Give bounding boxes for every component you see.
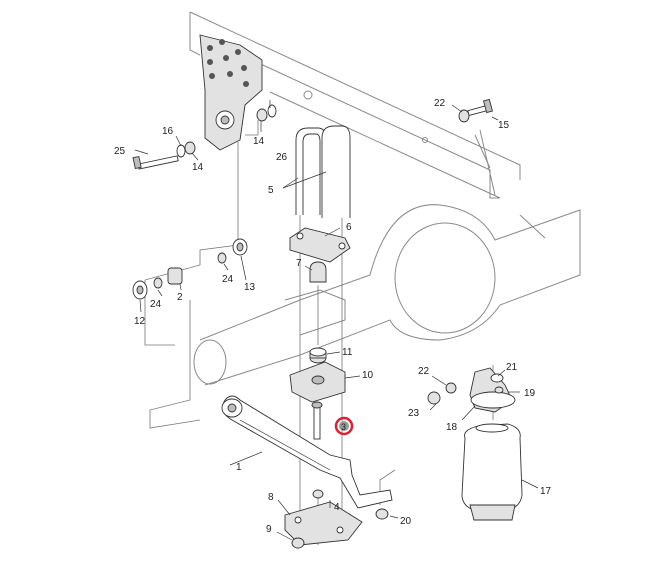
callout-24a: 24 [150, 299, 162, 310]
air-spring-bellows [461, 423, 523, 521]
callout-6: 6 [346, 222, 352, 233]
spacer-11 [309, 347, 327, 364]
callout-9: 9 [266, 524, 272, 535]
callout-13: 13 [244, 282, 256, 293]
axle-housing [193, 204, 581, 386]
bottom-plate [284, 501, 363, 546]
spring-seat-10 [289, 361, 346, 403]
callout-21: 21 [506, 362, 518, 373]
fasteners-air-bracket [427, 382, 504, 405]
air-spring-bracket [469, 367, 516, 413]
callout-14b: 14 [253, 136, 265, 147]
callout-23: 23 [408, 408, 420, 419]
callout-5: 5 [268, 185, 274, 196]
callout-2: 2 [177, 292, 183, 303]
callout-12: 12 [134, 316, 146, 327]
centre-bolt [311, 401, 323, 440]
u-bolts [295, 125, 351, 218]
saddle-plate [289, 227, 351, 263]
leaf-spring [221, 395, 393, 509]
callout-labels: 1 2 3 4 5 6 7 8 9 10 11 12 13 14 14 15 1… [114, 98, 552, 535]
nut-14-left [184, 141, 196, 155]
bolt-22-15 [458, 98, 494, 123]
callout-8: 8 [268, 492, 274, 503]
bushing-set [132, 238, 248, 300]
washer-16 [176, 144, 186, 158]
callout-16: 16 [162, 126, 174, 137]
nut-9 [291, 537, 305, 549]
callout-7: 7 [296, 258, 302, 269]
callout-10: 10 [362, 370, 374, 381]
callout-26: 26 [276, 152, 288, 163]
bump-stop [309, 261, 327, 283]
nut-20 [375, 508, 389, 520]
callout-4: 4 [334, 502, 340, 513]
callout-15: 15 [498, 120, 510, 131]
callout-17: 17 [540, 486, 552, 497]
chassis-frame-rail [189, 11, 521, 199]
callout-19: 19 [524, 388, 536, 399]
spring-bracket [199, 34, 263, 151]
highlight-callout-3 [334, 416, 354, 436]
leader-lines [134, 100, 539, 541]
bolt-25 [132, 155, 179, 170]
callout-24b: 24 [222, 274, 234, 285]
nut-14-upper [256, 104, 277, 122]
callout-3: 3 [341, 422, 346, 432]
callout-22a: 22 [434, 98, 446, 109]
callout-14a: 14 [192, 162, 204, 173]
callout-22b: 22 [418, 366, 430, 377]
callout-18: 18 [446, 422, 458, 433]
nut-4 [312, 489, 324, 499]
callout-1: 1 [236, 462, 242, 473]
callout-20: 20 [400, 516, 412, 527]
callout-25: 25 [114, 146, 126, 157]
callout-11: 11 [342, 347, 353, 358]
